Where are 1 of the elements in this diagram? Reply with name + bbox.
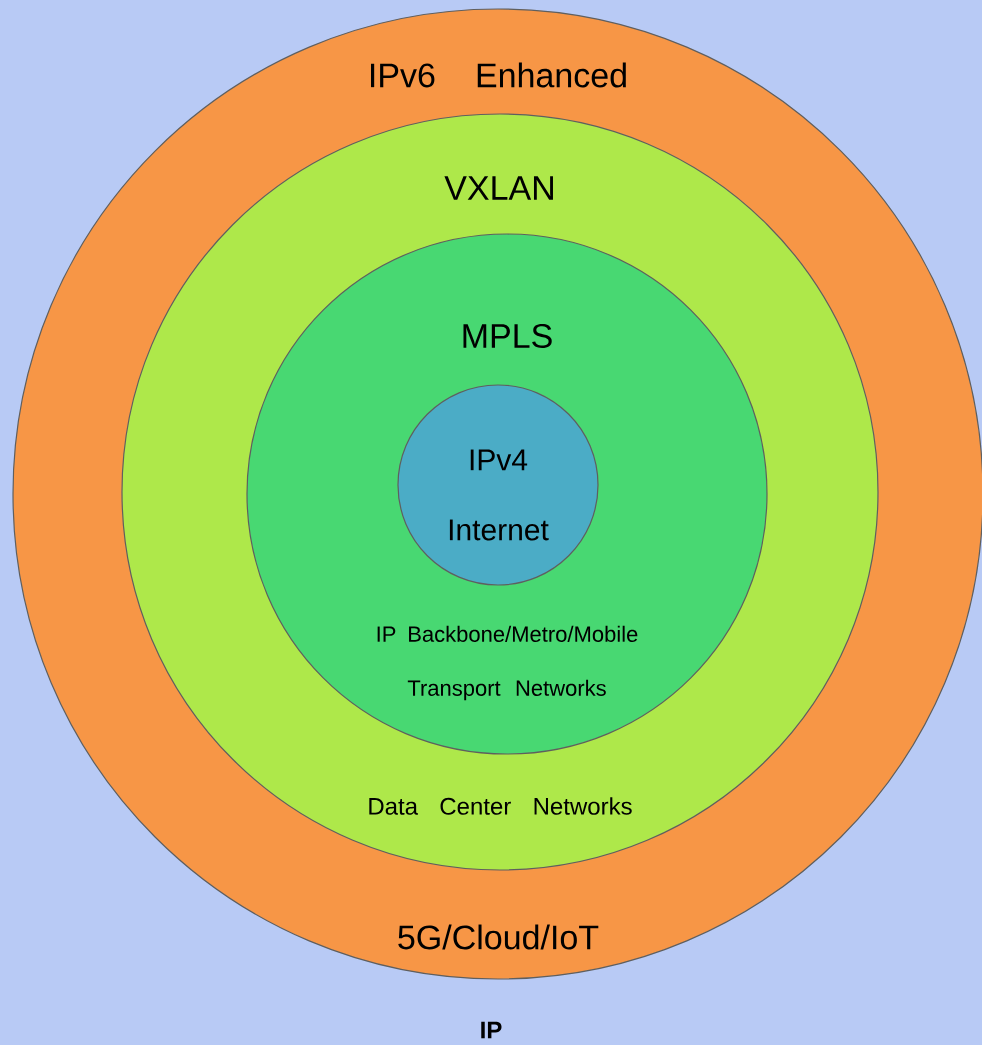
caption: IP: [481, 1021, 502, 1039]
